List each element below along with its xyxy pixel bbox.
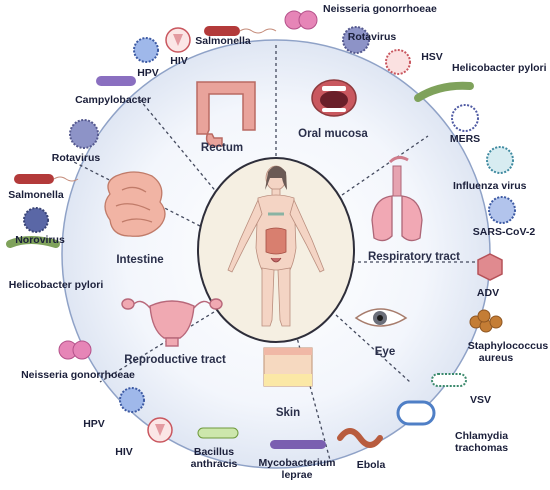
pathogen-label-helicobacter-left: Helicobacter pylori [8,279,104,291]
skin-organ [263,347,313,387]
pathogen-label-norovirus: Norovirus [15,234,65,246]
pathogen-label-salmonella-left: Salmonella [8,189,64,201]
section-label-reproductive-tract: Reproductive tract [124,354,226,366]
mycobacterium-icon [270,440,326,449]
bacillus-icon [197,427,239,439]
pathogen-label-campylobacter: Campylobacter [75,94,151,106]
pathogen-label-helicobacter-right: Helicobacter pylori [452,62,547,74]
staphylococcus-icon [469,309,503,333]
hiv-bottom-icon [147,417,173,443]
pathogen-label-hpv-bottom: HPV [83,418,105,430]
influenza-icon [486,146,514,174]
hsv-icon [385,49,411,75]
pathogen-label-chlamydia-1: Chlamydia [455,430,509,442]
pathogen-label-hiv-bottom: HIV [115,446,133,458]
hpv-bottom-icon [119,387,145,413]
pathogen-label-staphylococcus-2: aureus [478,352,514,364]
pathogen-label-adv: ADV [476,287,500,299]
human-body-illustration [227,165,325,327]
section-label-skin: Skin [275,407,301,419]
section-dividers [69,45,486,461]
section-label-intestine: Intestine [116,254,164,266]
mers-icon [451,104,479,132]
pathogen-label-influenza: Influenza virus [453,180,527,192]
section-label-respiratory-tract: Respiratory tract [367,251,461,263]
pathogen-label-salmonella-top: Salmonella [195,35,251,47]
ebola-icon [337,428,383,448]
helicobacter-right-icon [414,81,474,102]
pathogen-label-mycobacterium-2: leprae [281,469,313,481]
pathogen-icons [6,10,516,449]
rotavirus-left-icon [69,119,99,149]
mouth-organ [311,79,357,117]
pathogen-label-mycobacterium-1: Mycobacterium [258,457,336,469]
rectum-organ [196,81,256,147]
salmonella-top-icon [204,26,277,36]
pathogen-label-sars: SARS-CoV-2 [472,226,536,238]
campylobacter-icon [96,76,136,86]
pathogen-label-hsv: HSV [421,51,443,63]
pathogen-label-rotavirus-top: Rotavirus [347,31,397,43]
pathogen-label-vsv: VSV [470,394,492,406]
pathogen-label-bacillus-1: Bacillus [193,446,235,458]
uterus-organ [121,298,223,347]
pathogen-label-rotavirus-left: Rotavirus [51,152,101,164]
vsv-icon [431,373,467,387]
pathogen-label-bacillus-2: anthracis [190,458,238,470]
pathogen-label-mers: MERS [449,133,481,145]
pathogen-label-hpv-top: HPV [137,67,159,79]
pathogen-label-ebola: Ebola [356,459,386,471]
section-label-eye: Eye [374,346,396,358]
lungs-organ [371,155,423,242]
section-label-rectum: Rectum [200,142,244,154]
neisseria-left-icon [58,340,92,360]
hiv-top-icon [165,27,191,53]
neisseria-top-icon [284,10,318,30]
pathogen-label-chlamydia-2: trachomas [455,442,509,454]
chlamydia-icon [396,400,436,426]
eye-organ [354,308,408,327]
pathogen-label-hiv-top: HIV [170,55,188,67]
salmonella-left-icon [14,174,79,184]
pathogen-label-neisseria-left: Neisseria gonorrhoeae [21,369,135,381]
pathogen-label-neisseria-top: Neisseria gonorrhoeae [323,3,437,15]
helicobacter-left-icon [6,236,60,248]
sars-icon [488,196,516,224]
hpv-top-icon [133,37,159,63]
adv-icon [477,253,503,281]
rotavirus-top-icon [342,26,370,54]
norovirus-icon [23,207,49,233]
section-label-oral-mucosa: Oral mucosa [298,128,368,140]
pathogen-label-staphylococcus-1: Staphylococcus [467,340,549,352]
intestine-organ [104,171,166,237]
